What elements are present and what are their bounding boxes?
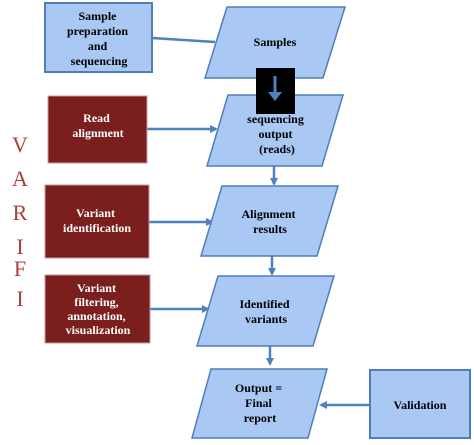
overlay-black-box: [256, 68, 295, 114]
node-label-line: visualization: [66, 323, 131, 337]
node-sample-preparation: Sample preparation and sequencing: [44, 2, 153, 73]
node-label-line: Output =: [235, 381, 282, 395]
node-label-line: Read: [83, 111, 110, 125]
svg-text:Variant identification: Variant identification: [63, 206, 131, 235]
node-final-report: Output = Final report: [191, 368, 328, 439]
node-sequencing-output: sequencing output (reads): [205, 94, 345, 167]
node-variant-identification: Variant identification: [44, 184, 150, 259]
svg-text:Sample preparation: Sample preparation and sequencing: [67, 9, 131, 68]
svg-text:sequencing output: sequencing output (reads): [247, 112, 307, 156]
node-label-line: preparation: [67, 24, 128, 38]
svg-text:Read alignment: Read alignment: [72, 111, 123, 140]
node-label-line: sequencing: [247, 112, 304, 126]
node-final-report-shape: [191, 368, 328, 439]
node-label-line: Identified: [239, 297, 289, 311]
node-label-line: annotation,: [67, 309, 125, 323]
side-title-letter: A: [12, 166, 28, 191]
side-title-letter: R: [13, 200, 28, 225]
connectors: [147, 36, 370, 409]
side-title-letter: F: [14, 256, 26, 281]
node-samples: Samples: [203, 6, 347, 79]
node-alignment-results: Alignment results: [199, 185, 340, 257]
side-title-varifi: V A R I F I: [12, 132, 28, 311]
connector-prep-to-samples: [151, 36, 216, 44]
node-label-line: Variant: [76, 206, 115, 220]
svg-text:Identified variants: Identified variants: [239, 297, 292, 326]
node-label-line: Sample: [78, 9, 117, 23]
node-samples-shape: [203, 6, 347, 79]
node-label-line: results: [253, 222, 287, 236]
node-identified-variants: Identified variants: [195, 275, 336, 347]
node-label-line: output: [258, 127, 292, 141]
node-label-line: Validation: [394, 398, 447, 412]
svg-text:Output = Final rep: Output = Final report: [235, 381, 285, 425]
node-label-line: Samples: [254, 35, 297, 49]
node-variant-filtering-box: [44, 274, 151, 344]
svg-text:Samples: Samples: [254, 35, 297, 49]
node-label-line: identification: [63, 221, 131, 235]
node-sample-preparation-box: [44, 2, 153, 73]
node-label-line: report: [244, 411, 276, 425]
node-label-line: Alignment: [242, 207, 296, 221]
side-title-letter: I: [16, 286, 23, 311]
svg-text:Variant filtering,: Variant filtering, annotation, visualiza…: [66, 281, 131, 337]
node-validation: Validation: [369, 369, 471, 439]
node-label-line: (reads): [259, 142, 295, 156]
node-read-alignment: Read alignment: [47, 95, 148, 164]
node-label-line: alignment: [72, 126, 123, 140]
node-identified-variants-shape: [195, 275, 336, 347]
node-label-line: Variant: [77, 281, 116, 295]
side-title-letter: V: [12, 132, 28, 157]
node-read-alignment-box: [47, 95, 148, 164]
node-sequencing-output-shape: [205, 94, 345, 167]
svg-text:Alignment results: Alignment results: [242, 207, 299, 236]
side-title-letter: I: [16, 234, 23, 259]
node-label-line: filtering,: [74, 295, 118, 309]
node-variant-filtering: Variant filtering, annotation, visualiza…: [44, 274, 151, 344]
arrow-down-icon-head: [268, 92, 282, 101]
node-validation-box: [369, 369, 471, 439]
node-label-line: variants: [245, 312, 287, 326]
node-label-line: sequencing: [71, 54, 128, 68]
node-variant-identification-box: [44, 184, 150, 259]
svg-text:Validation: Validation: [394, 398, 447, 412]
node-alignment-results-shape: [199, 185, 340, 257]
node-label-line: Final: [245, 396, 272, 410]
node-label-line: and: [88, 39, 108, 53]
